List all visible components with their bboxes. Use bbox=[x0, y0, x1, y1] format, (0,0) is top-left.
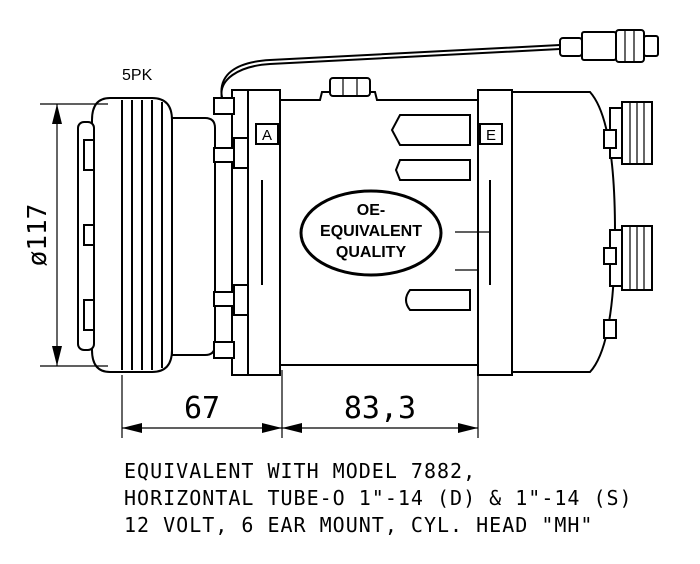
badge-line1: OE- bbox=[357, 202, 385, 219]
note-line-3: 12 VOLT, 6 EAR MOUNT, CYL. HEAD "MH" bbox=[124, 513, 593, 537]
dim-right: 83,3 bbox=[344, 391, 416, 426]
port-label-e: E bbox=[486, 127, 496, 144]
badge-line3: QUALITY bbox=[336, 244, 407, 261]
oe-quality-badge: OE- EQUIVALENT QUALITY bbox=[299, 189, 443, 277]
spec-notes: EQUIVALENT WITH MODEL 7882, HORIZONTAL T… bbox=[124, 459, 633, 537]
note-line-1: EQUIVALENT WITH MODEL 7882, bbox=[124, 459, 476, 483]
dim-left: 67 bbox=[184, 391, 220, 426]
diameter-dimension: ø117 bbox=[23, 103, 108, 367]
pulley bbox=[77, 97, 216, 373]
length-dimensions: 67 83,3 bbox=[121, 370, 479, 438]
badge-line2: EQUIVALENT bbox=[320, 223, 422, 240]
port-label-a: A bbox=[262, 127, 272, 144]
wire-connector bbox=[220, 29, 659, 99]
note-line-2: HORIZONTAL TUBE-O 1"-14 (D) & 1"-14 (S) bbox=[124, 486, 633, 510]
pulley-label: 5PK bbox=[122, 67, 153, 84]
bolts bbox=[213, 97, 617, 359]
diameter-label: ø117 bbox=[23, 204, 53, 267]
